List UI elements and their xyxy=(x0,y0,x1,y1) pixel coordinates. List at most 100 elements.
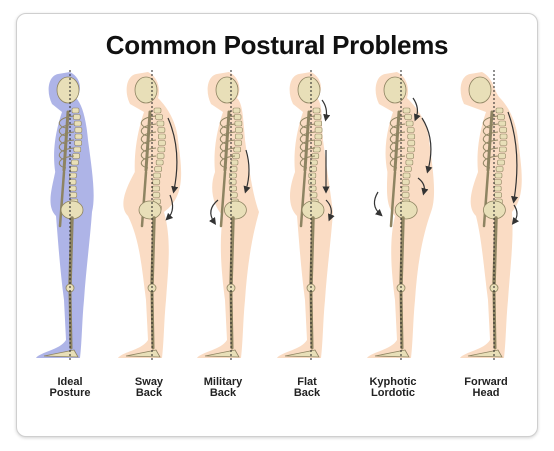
skull-icon xyxy=(56,76,80,104)
figure-kyphotic-lordotic xyxy=(367,70,435,360)
rib xyxy=(482,115,499,129)
vertebra xyxy=(153,107,162,114)
vertebra xyxy=(69,172,77,179)
vertebra xyxy=(401,185,410,192)
femur xyxy=(309,216,315,287)
vertebra xyxy=(152,179,161,185)
humerus xyxy=(303,110,311,172)
vertebra xyxy=(235,127,243,133)
rib xyxy=(482,123,499,137)
rib xyxy=(299,115,316,129)
vertebra xyxy=(73,146,82,153)
rib xyxy=(58,131,75,145)
vertebra xyxy=(156,153,165,159)
vertebra xyxy=(228,179,237,185)
vertebra xyxy=(155,159,164,166)
vertebra xyxy=(314,120,323,127)
vertebra xyxy=(233,114,242,120)
rib xyxy=(140,115,157,129)
figure-flat-back xyxy=(277,70,335,360)
diagram-frame xyxy=(16,13,538,437)
vertebra xyxy=(495,107,504,114)
vertebra xyxy=(156,120,165,127)
figure-military-back xyxy=(197,70,259,360)
figure-forward-head xyxy=(460,70,522,360)
vertebra xyxy=(309,166,317,172)
vertebra xyxy=(407,133,416,140)
vertebra xyxy=(313,140,322,146)
vertebra xyxy=(494,179,502,185)
vertebra xyxy=(497,114,505,120)
rib xyxy=(219,123,236,137)
vertebra xyxy=(229,166,238,172)
skull-icon xyxy=(134,76,158,104)
vertebra xyxy=(401,179,410,185)
vertebra xyxy=(68,179,77,185)
vertebra xyxy=(309,192,318,198)
vertebra xyxy=(157,146,166,153)
vertebra xyxy=(69,166,78,172)
humerus xyxy=(62,110,70,172)
curve-arrow-icon xyxy=(165,194,174,221)
vertebra xyxy=(494,172,503,179)
vertebra xyxy=(406,127,415,133)
vertebra xyxy=(73,120,82,127)
rib xyxy=(219,131,236,145)
vertebra xyxy=(407,146,415,153)
curve-arrow-icon xyxy=(243,149,251,194)
rib xyxy=(389,123,406,137)
vertebra xyxy=(403,166,412,172)
vertebra xyxy=(308,185,317,192)
forearm xyxy=(299,170,307,228)
rib xyxy=(219,115,236,129)
skull-icon xyxy=(468,76,492,104)
vertebra xyxy=(401,192,410,198)
humerus xyxy=(486,110,494,172)
rib xyxy=(389,115,406,129)
vertebra xyxy=(158,133,166,140)
vertebra xyxy=(152,192,161,198)
vertebra xyxy=(404,114,412,120)
humerus xyxy=(223,110,231,172)
skull-icon xyxy=(383,76,407,104)
vertebra xyxy=(74,127,83,133)
femur xyxy=(150,216,156,287)
vertebra xyxy=(314,127,323,133)
vertebra xyxy=(234,120,243,127)
vertebra xyxy=(68,185,77,192)
vertebra xyxy=(499,146,507,153)
skull-icon xyxy=(297,76,321,104)
vertebra xyxy=(498,153,506,159)
diagram-title: Common Postural Problems xyxy=(105,30,449,60)
humerus xyxy=(393,110,401,172)
figure-sway-back xyxy=(118,70,182,360)
femur xyxy=(399,216,405,287)
forearm xyxy=(389,170,397,228)
pelvis xyxy=(394,200,418,220)
rib xyxy=(389,131,406,145)
curve-arrow-icon xyxy=(325,199,335,222)
vertebra xyxy=(308,179,317,185)
figure-ideal-posture xyxy=(36,70,94,360)
vertebra xyxy=(158,140,166,146)
rib xyxy=(140,131,157,145)
pelvis xyxy=(138,200,162,220)
vertebra xyxy=(71,159,79,166)
vertebra xyxy=(232,107,241,114)
femur xyxy=(492,216,498,287)
vertebra xyxy=(74,140,82,146)
vertebra xyxy=(229,172,237,179)
vertebra xyxy=(230,159,239,166)
vertebra xyxy=(405,120,414,127)
forearm xyxy=(482,170,490,228)
vertebra xyxy=(229,185,237,192)
vertebra xyxy=(497,159,505,166)
curve-arrow-icon xyxy=(321,99,331,122)
curve-arrow-icon xyxy=(507,111,519,204)
vertebra xyxy=(69,192,78,198)
vertebra xyxy=(153,172,161,179)
humerus xyxy=(144,110,152,172)
skull-icon xyxy=(215,76,239,104)
